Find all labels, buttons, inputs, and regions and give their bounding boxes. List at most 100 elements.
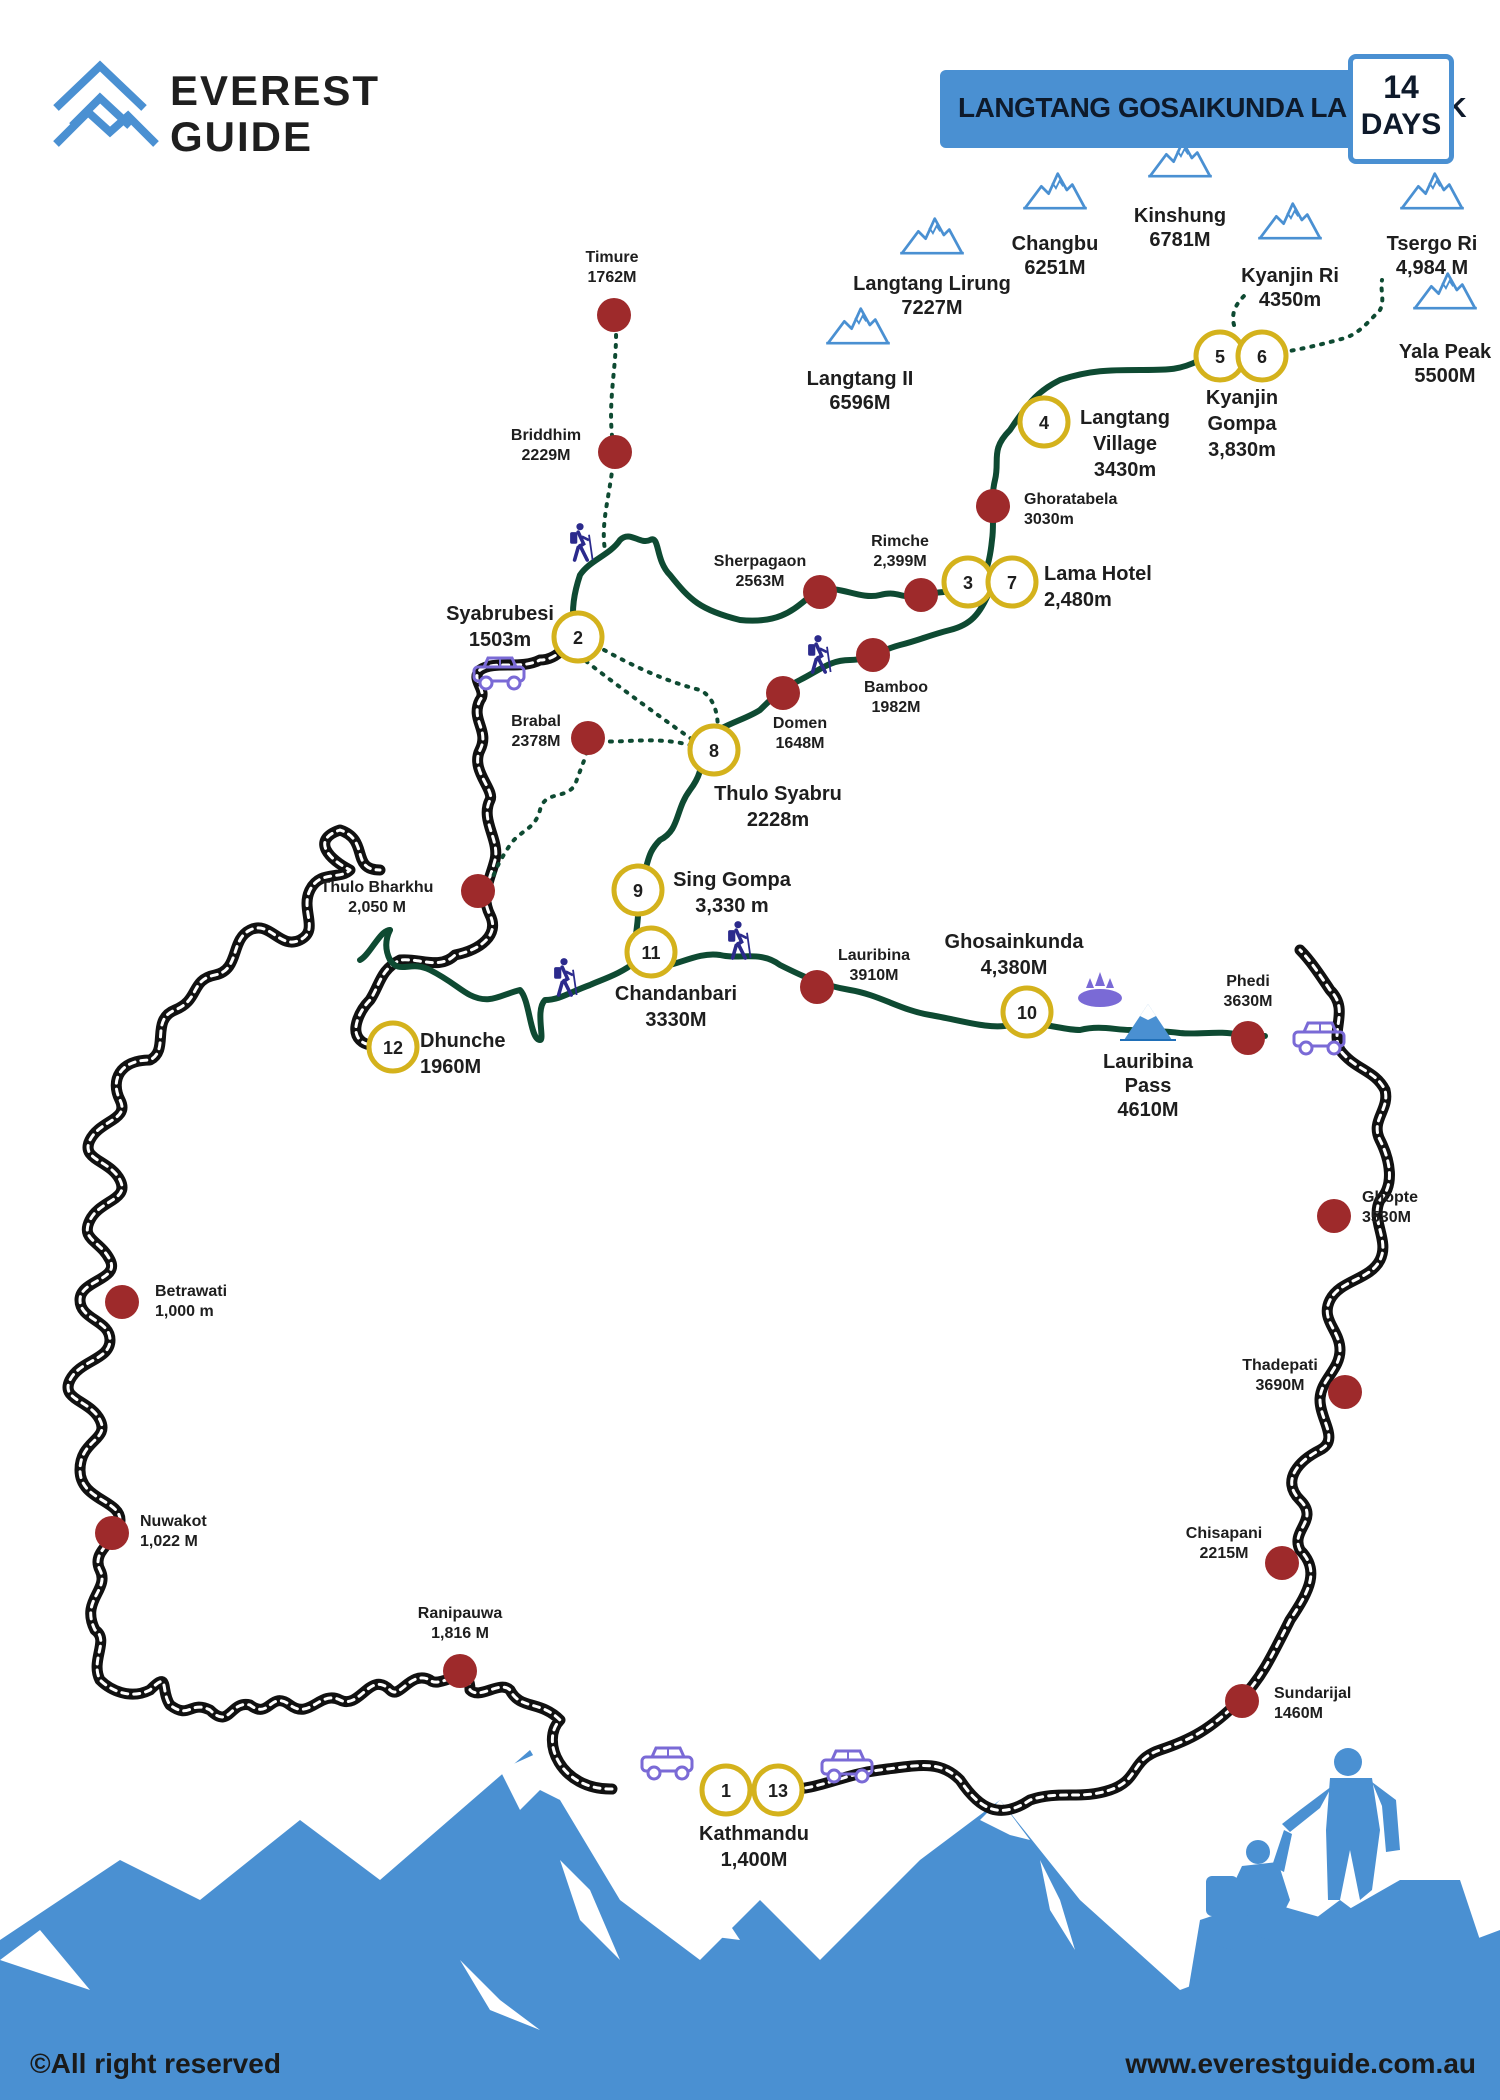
waypoint-marker xyxy=(1231,1021,1265,1055)
day-number: 5 xyxy=(1215,347,1225,367)
waypoint-marker xyxy=(105,1285,139,1319)
stop-elevation: 3430m xyxy=(1094,459,1156,481)
day-marker xyxy=(366,1020,420,1074)
day-number: 10 xyxy=(1017,1003,1037,1023)
waypoint-marker xyxy=(976,489,1010,523)
mountain-logo-icon xyxy=(53,60,159,147)
trek-duration-badge: 14 DAYS xyxy=(1348,54,1454,164)
trek-title-banner: LANGTANG GOSAIKUNDA LAKE TREK xyxy=(940,70,1467,148)
waypoint-elevation: 1762M xyxy=(588,269,637,286)
stop-name: Chandanbari xyxy=(615,983,737,1005)
pass-name-line-2: Pass xyxy=(1125,1075,1172,1097)
waypoint-elevation: 3910M xyxy=(850,967,899,984)
waypoint-rimche: Rimche 2,399M xyxy=(871,533,938,612)
waypoint-elevation: 1982M xyxy=(872,699,921,716)
waypoint-name: Lauribina xyxy=(838,947,910,964)
pass-name-line-1: Lauribina xyxy=(1103,1051,1194,1073)
day-number: 4 xyxy=(1039,413,1049,433)
day-marker xyxy=(1000,985,1054,1039)
waypoint-name: Domen xyxy=(773,715,827,732)
day-number: 8 xyxy=(709,741,719,761)
everest-guide-logo: EVEREST GUIDE xyxy=(52,60,378,160)
waypoint-marker xyxy=(443,1654,477,1688)
day-number: 12 xyxy=(383,1038,403,1058)
day-marker xyxy=(687,723,741,777)
waypoint-timure: Timure 1762M xyxy=(585,249,639,332)
waypoint-elevation: 1,816 M xyxy=(431,1625,489,1642)
waypoint-name: Briddhim xyxy=(511,427,581,444)
stop-name: Syabrubesi xyxy=(446,603,554,625)
day-number: 6 xyxy=(1257,347,1267,367)
peak-name: Langtang II xyxy=(807,368,914,390)
waypoint-elevation: 2,399M xyxy=(873,553,926,570)
mountain-peak-icon xyxy=(1400,172,1464,210)
stop-name: Thulo Syabru xyxy=(714,783,842,805)
waypoint-lauribina: Lauribina 3910M xyxy=(800,947,910,1004)
stop-elevation: 3,330 m xyxy=(695,895,768,917)
brand-line-2: GUIDE xyxy=(170,113,314,160)
waypoint-marker xyxy=(461,874,495,908)
waypoint-name: Ghopte xyxy=(1362,1189,1418,1206)
day-marker xyxy=(1017,395,1071,449)
stop-elevation: 1,400M xyxy=(721,1849,788,1871)
day-number: 9 xyxy=(633,881,643,901)
waypoint-elevation: 1,000 m xyxy=(155,1303,214,1320)
hiker-icon-briddhim xyxy=(568,521,595,562)
peak-elevation: 4350m xyxy=(1259,289,1321,311)
waypoint-name: Brabal xyxy=(511,713,561,730)
waypoint-marker xyxy=(598,435,632,469)
mountain-peak-icon xyxy=(900,217,964,255)
peak-name: Kinshung xyxy=(1134,205,1226,227)
waypoint-marker xyxy=(1225,1684,1259,1718)
mountain-peak-icon xyxy=(1148,140,1212,178)
day-marker xyxy=(751,1763,805,1817)
days-label: DAYS xyxy=(1360,108,1442,141)
website-link[interactable]: www.everestguide.com.au xyxy=(1125,2048,1476,2079)
stop-elevation: 2,480m xyxy=(1044,589,1112,611)
waypoint-bamboo: Bamboo 1982M xyxy=(856,638,928,716)
day-number: 2 xyxy=(573,628,583,648)
mountain-peak-icon xyxy=(1023,172,1087,210)
peak-name: Kyanjin Ri xyxy=(1241,265,1339,287)
stop-elevation: 1503m xyxy=(469,629,531,651)
waypoint-name: Bamboo xyxy=(864,679,928,696)
waypoint-name: Thulo Bharkhu xyxy=(321,879,434,896)
stop-elevation: 3,830m xyxy=(1208,439,1276,461)
day-number: 3 xyxy=(963,573,973,593)
peak-elevation: 4,984 M xyxy=(1396,257,1468,279)
waypoint-name: Rimche xyxy=(871,533,929,550)
lake-icon xyxy=(1078,972,1122,1007)
peak-name: Langtang Lirung xyxy=(853,273,1011,295)
stop-elevation: 1960M xyxy=(420,1056,481,1078)
mountain-peak-icon xyxy=(1258,202,1322,240)
waypoint-name: Timure xyxy=(585,249,638,266)
stop-name: Lama Hotel xyxy=(1044,563,1152,585)
peak-elevation: 6596M xyxy=(829,392,890,414)
days-number: 14 xyxy=(1383,69,1419,105)
peak-name: Tsergo Ri xyxy=(1387,233,1478,255)
waypoint-name: Ghoratabela xyxy=(1024,491,1117,508)
waypoint-marker xyxy=(856,638,890,672)
waypoint-elevation: 1,022 M xyxy=(140,1533,198,1550)
waypoint-marker xyxy=(571,721,605,755)
stop-name: Ghosainkunda xyxy=(945,931,1085,953)
